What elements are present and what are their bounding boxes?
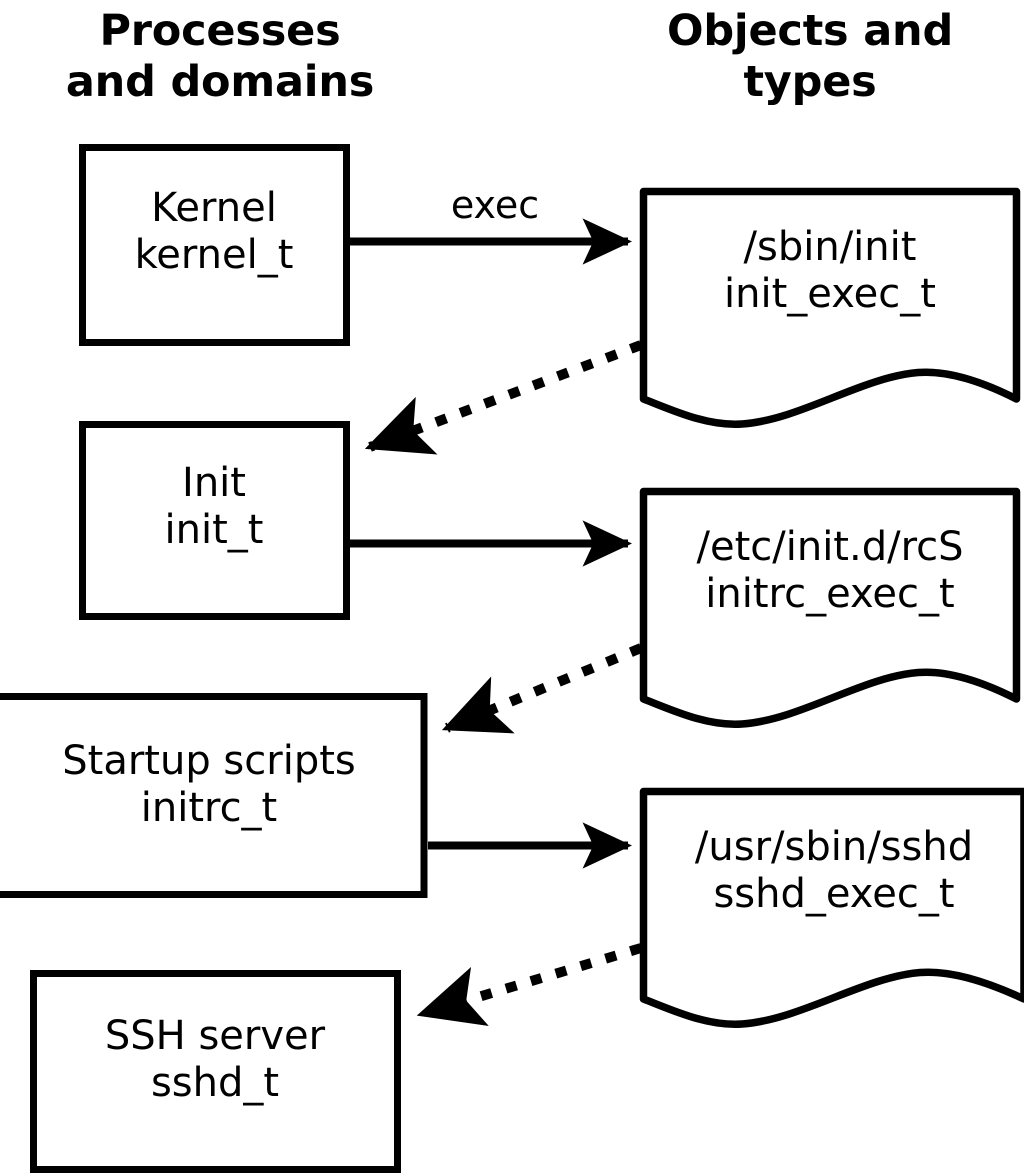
edge-line-dotted	[441, 643, 643, 734]
object-doc-init-exec[interactable]	[639, 187, 1021, 428]
edge-label-exec: exec	[450, 183, 540, 227]
process-box-init[interactable]	[79, 421, 350, 620]
object-doc-initrc-exec[interactable]	[639, 487, 1021, 728]
edge-line-dotted	[364, 340, 643, 455]
process-box-initrc[interactable]	[0, 693, 428, 898]
edge-sshd-exec-to-sshd	[416, 943, 643, 1027]
column-header-processes: Processes and domains	[65, 6, 375, 107]
process-box-sshd[interactable]	[30, 970, 401, 1173]
process-box-kernel[interactable]	[79, 144, 350, 346]
edge-init-exec-to-init	[364, 340, 643, 455]
column-header-objects: Objects and types	[666, 6, 954, 107]
object-doc-sshd-exec[interactable]	[639, 787, 1024, 1028]
edge-line-dotted	[416, 943, 643, 1027]
edge-initrc-exec-to-initrc	[441, 643, 643, 734]
